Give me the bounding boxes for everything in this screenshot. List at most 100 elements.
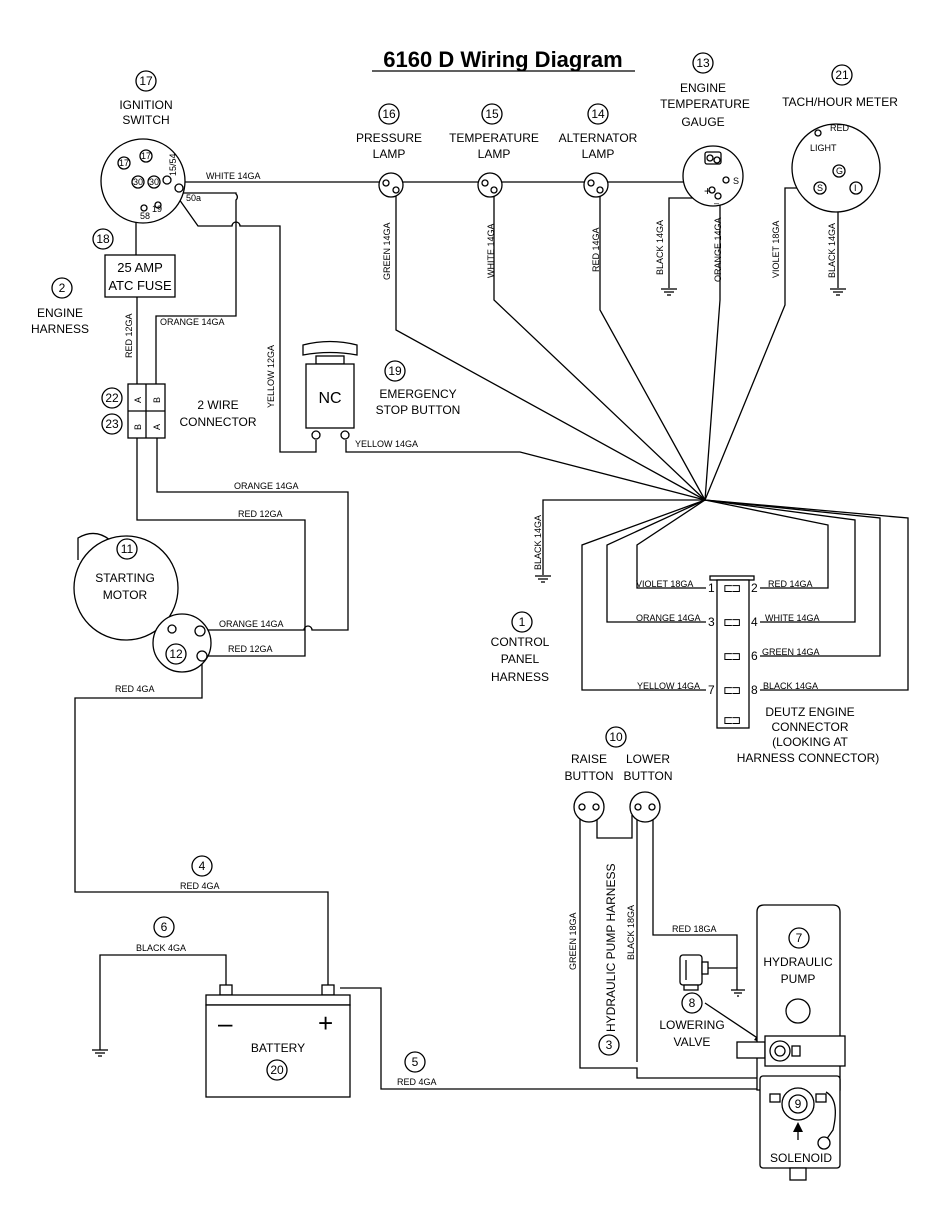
temperature-lamp: 15 TEMPERATURE LAMP	[449, 103, 539, 198]
ground-symbol-battery	[92, 1049, 108, 1057]
sw-term-50a: 50a	[186, 193, 201, 203]
emergency-stop-button: NC 19 EMERGENCY STOP BUTTON	[302, 340, 461, 440]
temp-gauge-body	[682, 145, 744, 207]
svg-text:⊐: ⊐	[731, 649, 741, 663]
wire-black-18ga: BLACK 18GA	[626, 905, 636, 960]
sw-term-15-54: 15/54	[168, 153, 178, 176]
battery-minus: –	[218, 1008, 233, 1038]
wire-green-18ga: GREEN 18GA	[568, 912, 578, 970]
pressure-lamp-label-1: PRESSURE	[356, 131, 422, 145]
conn-b2: B	[133, 424, 143, 430]
conn-number-23: 23	[105, 417, 119, 431]
wire-red-12ga-v: RED 12GA	[124, 313, 134, 358]
atc-fuse: 18 25 AMP ATC FUSE	[92, 228, 176, 298]
ignition-switch: 17 IGNITION SWITCH 17 17 30 30 15/54 50a…	[100, 70, 201, 224]
battery: – + BATTERY 20	[205, 984, 351, 1098]
diagram-title: 6160 D Wiring Diagram	[383, 47, 622, 72]
engine-harness-number: 2	[59, 281, 66, 295]
deutz-connector-body	[716, 579, 750, 729]
dz-wire-orange: ORANGE 14GA	[636, 613, 701, 623]
wire-red-4ga-top: RED 4GA	[115, 684, 155, 694]
tach-label: TACH/HOUR METER	[782, 95, 898, 109]
svg-text:⊐: ⊐	[731, 581, 741, 595]
sw-term-58: 58	[140, 211, 150, 221]
dz-wire-violet: VIOLET 18GA	[636, 579, 693, 589]
battery-body	[205, 1004, 351, 1098]
tach-term-light: LIGHT	[810, 143, 837, 153]
stop-button-number: 19	[388, 364, 402, 378]
deutz-pin-7: 7	[708, 683, 715, 697]
svg-text:⊐: ⊐	[731, 683, 741, 697]
wire-violet-18ga: VIOLET 18GA	[771, 221, 781, 278]
wire-6-number: 6	[161, 920, 168, 934]
stop-button-nc: NC	[318, 390, 341, 407]
deutz-label-3: (LOOKING AT	[772, 735, 848, 749]
dz-wire-yellow: YELLOW 14GA	[637, 681, 700, 691]
battery-label: BATTERY	[251, 1041, 305, 1055]
fuse-body	[104, 254, 176, 298]
deutz-pin-6: 6	[751, 649, 758, 663]
raise-label-2: BUTTON	[564, 769, 613, 783]
raise-lower-buttons: 10 RAISE BUTTON LOWER BUTTON	[564, 726, 673, 823]
temperature-lamp-body	[477, 172, 503, 198]
alternator-lamp-body	[583, 172, 609, 198]
svg-text:⊐: ⊐	[731, 615, 741, 629]
tach-term-s: S	[817, 183, 823, 193]
starting-motor-number: 11	[121, 542, 134, 556]
control-harness-number: 1	[519, 615, 526, 629]
temp-gauge-label-2: TEMPERATURE	[660, 97, 750, 111]
dz-wire-green: GREEN 14GA	[762, 647, 820, 657]
conn-label-2: CONNECTOR	[179, 415, 256, 429]
wire-black-14ga-tach: BLACK 14GA	[827, 223, 837, 278]
svg-text:⊏: ⊏	[723, 683, 733, 697]
dz-wire-white: WHITE 14GA	[765, 613, 820, 623]
wire-black-14ga-gnd: BLACK 14GA	[533, 515, 543, 570]
svg-text:⊏: ⊏	[723, 713, 733, 727]
lower-label-2: BUTTON	[623, 769, 672, 783]
deutz-pin-4: 4	[751, 615, 758, 629]
tach-term-g: G	[836, 166, 843, 176]
pressure-lamp-number: 16	[382, 107, 396, 121]
hydraulic-harness-label: HYDRAULIC PUMP HARNESS	[604, 864, 618, 1032]
lower-button	[629, 791, 661, 823]
temperature-lamp-label-2: LAMP	[478, 147, 511, 161]
ground-symbol-gauge	[661, 288, 677, 296]
battery-number: 20	[270, 1063, 284, 1077]
starting-motor-label-1: STARTING	[95, 571, 155, 585]
deutz-label-1: DEUTZ ENGINE	[765, 705, 854, 719]
hydraulic-pump-number: 7	[796, 931, 803, 945]
tach-term-i: I	[854, 183, 857, 193]
conn-label-1: 2 WIRE	[197, 398, 238, 412]
conn-a2: A	[152, 424, 162, 430]
buttons-number: 10	[609, 730, 623, 744]
ground-symbol-valve	[731, 989, 745, 997]
svg-text:⊐: ⊐	[731, 713, 741, 727]
gauge-term-minus: –	[714, 198, 719, 208]
sw-term-17: 17	[119, 158, 129, 168]
conn-number-22: 22	[105, 391, 119, 405]
ignition-switch-label-1: IGNITION	[119, 98, 172, 112]
wire-black-4ga: BLACK 4GA	[136, 943, 186, 953]
starting-motor: 11 STARTING MOTOR 12	[73, 532, 212, 673]
stop-button-label-2: STOP BUTTON	[376, 403, 461, 417]
lowering-valve-label-1: LOWERING	[659, 1018, 724, 1032]
lowering-valve-label-2: VALVE	[674, 1035, 711, 1049]
control-harness-label-2: PANEL	[501, 652, 540, 666]
fuse-label-2: ATC FUSE	[108, 278, 172, 293]
deutz-pin-1: 1	[708, 581, 715, 595]
temp-gauge-label-3: GAUGE	[681, 115, 724, 129]
hydraulic-pump: 7 HYDRAULIC PUMP	[736, 904, 846, 1091]
alternator-lamp-label-2: LAMP	[582, 147, 615, 161]
dz-wire-black: BLACK 14GA	[763, 681, 818, 691]
svg-text:⊏: ⊏	[723, 649, 733, 663]
wire-yellow-14ga: YELLOW 14GA	[355, 439, 418, 449]
tach-hour-meter: 21 TACH/HOUR METER RED LIGHT G S I	[782, 64, 898, 213]
wire-orange-14ga-gauge: ORANGE 14GA	[713, 217, 723, 282]
starting-motor-body	[73, 535, 179, 641]
wire-red-14ga: RED 14GA	[591, 227, 601, 272]
conn-b1: B	[152, 397, 162, 403]
wire-red-4ga-4: RED 4GA	[180, 881, 220, 891]
hydraulic-pump-label-2: PUMP	[781, 972, 816, 986]
temp-gauge-number: 13	[696, 56, 710, 70]
deutz-pin-3: 3	[708, 615, 715, 629]
